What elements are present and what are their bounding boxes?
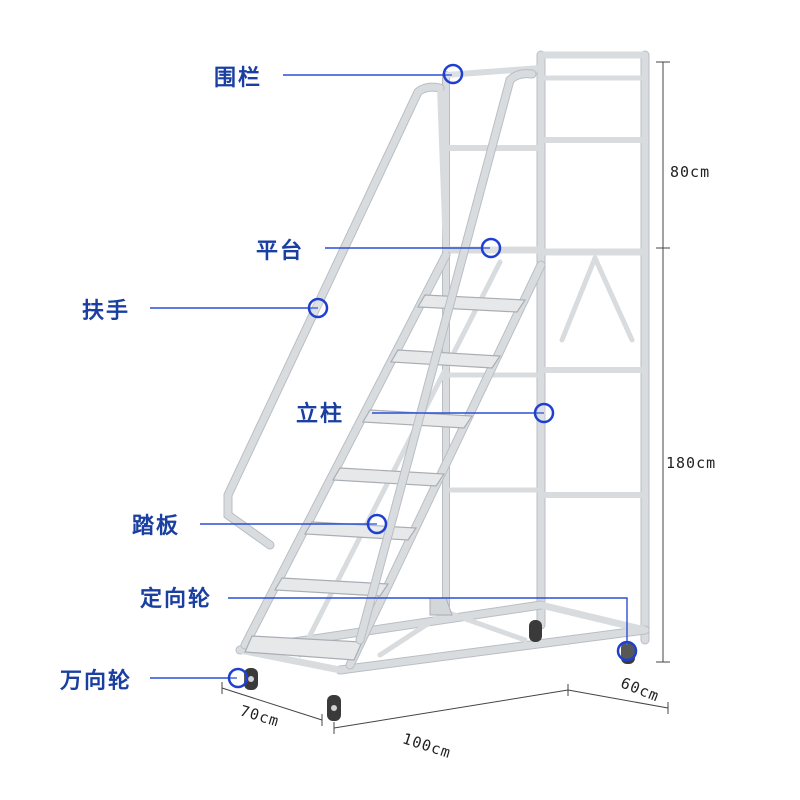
dim-platform-height: 180cm <box>666 454 716 472</box>
stair-treads <box>244 294 527 661</box>
tread <box>389 349 502 369</box>
tread <box>273 577 390 597</box>
handrails <box>223 69 537 645</box>
tread <box>331 467 446 487</box>
label-post: 立柱 <box>296 401 344 427</box>
label-handrail: 扶手 <box>82 299 130 324</box>
step-marker <box>366 513 388 535</box>
swivel-caster-marker <box>227 667 249 689</box>
fixed-caster-marker <box>616 640 638 662</box>
dim-length: 100cm <box>400 729 453 762</box>
fixed-caster-back <box>529 620 542 642</box>
label-fixed-caster: 定向轮 <box>140 586 212 612</box>
dim-depth: 70cm <box>238 702 282 731</box>
dimension-lines <box>221 61 670 734</box>
label-platform: 平台 <box>256 238 304 264</box>
tread <box>244 635 363 661</box>
guardrail-marker <box>442 63 464 85</box>
callouts <box>150 63 638 689</box>
label-guardrail: 围栏 <box>214 65 262 91</box>
stair-stringers <box>240 250 546 670</box>
handrail-marker <box>307 297 329 319</box>
label-step: 踏板 <box>132 514 180 539</box>
dim-width: 60cm <box>618 674 662 706</box>
platform-marker <box>480 237 502 259</box>
tread <box>416 294 527 313</box>
post-marker <box>533 402 555 424</box>
dim-guardrail-height: 80cm <box>670 163 710 181</box>
label-swivel-caster: 万向轮 <box>59 668 132 694</box>
part-labels: 围栏 平台 扶手 立柱 踏板 定向轮 万向轮 <box>59 65 344 694</box>
